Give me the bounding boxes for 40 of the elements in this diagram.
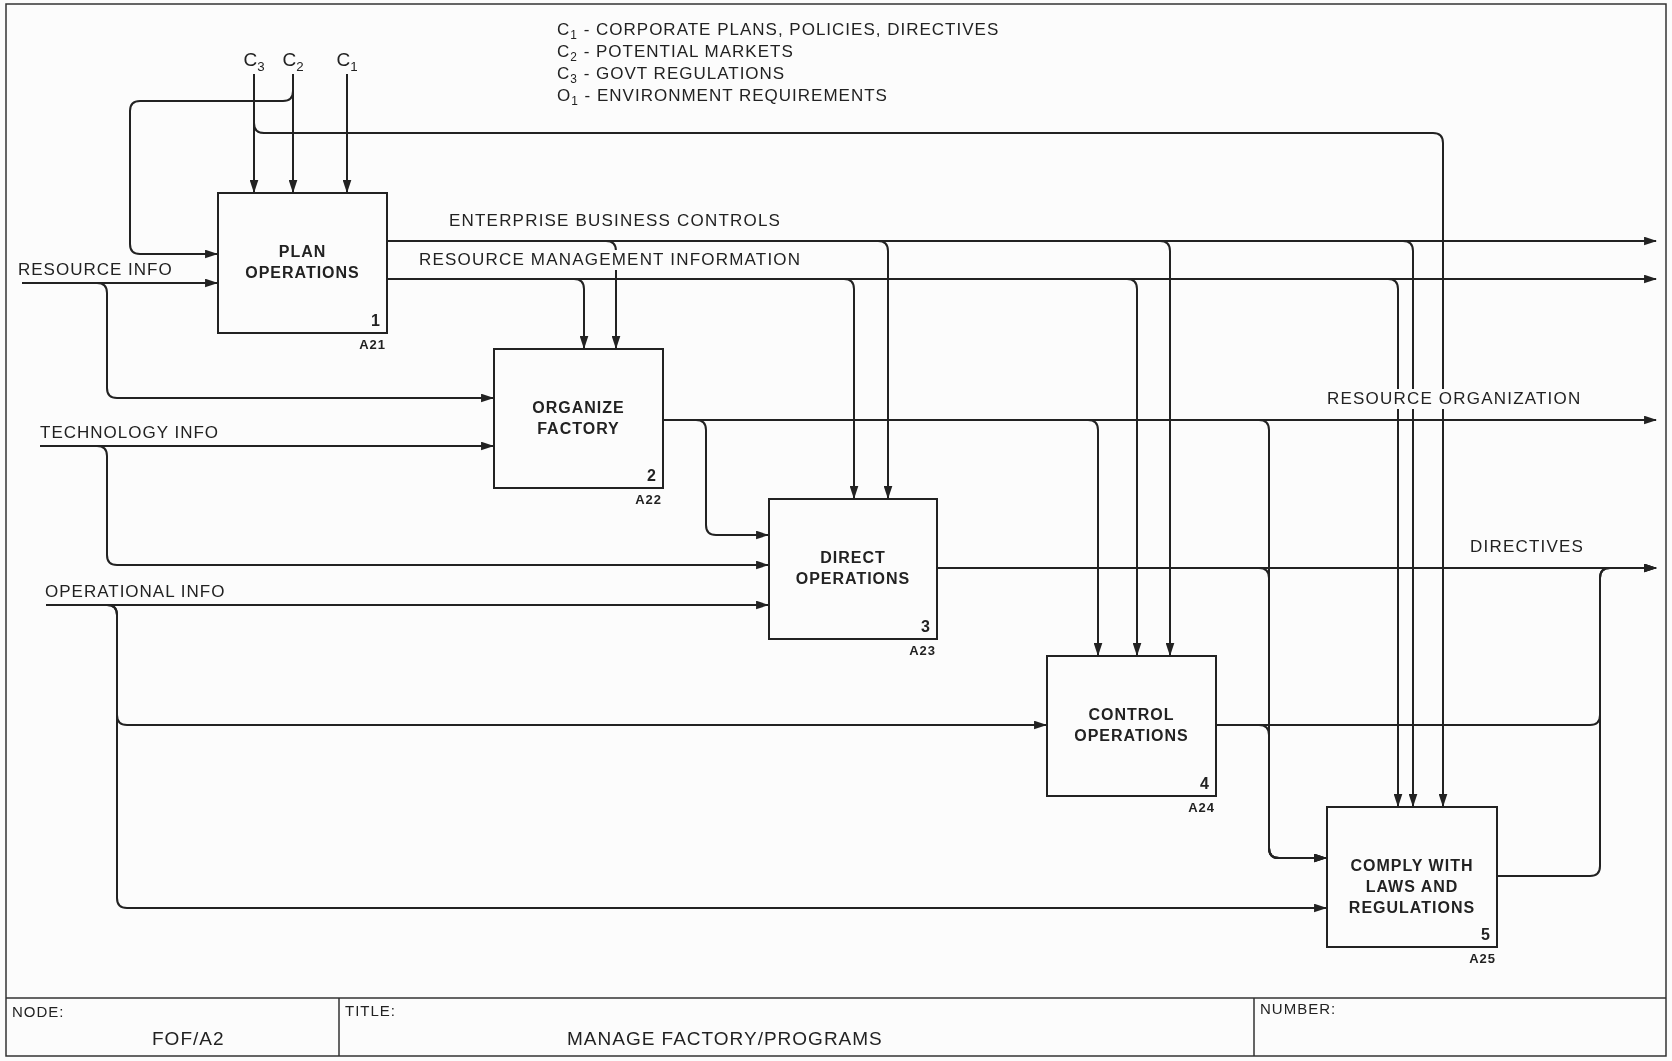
control-label: C$_{1}$ [333, 48, 361, 74]
arrow [1216, 724, 1328, 863]
arrow [21, 282, 495, 403]
field-caption: NUMBER: [1260, 1000, 1337, 1017]
arrow [253, 73, 1448, 808]
arrow [1497, 563, 1658, 877]
activity-name: CONTROL OPERATIONS [1073, 704, 1190, 746]
node-reference: A24 [1188, 800, 1215, 815]
key-entry: C$_{2}$ - POTENTIAL MARKETS [557, 42, 794, 65]
input-label: TECHNOLOGY INFO [40, 422, 250, 446]
title-field-value: MANAGE FACTORY/PROGRAMS [567, 1028, 883, 1050]
node-reference: A23 [909, 643, 936, 658]
arrow [342, 73, 352, 194]
arrow [39, 445, 770, 570]
key-entry: O$_{1}$ - ENVIRONMENT REQUIREMENTS [557, 86, 888, 109]
arrow [45, 604, 1328, 913]
key-entry: C$_{1}$ - CORPORATE PLANS, POLICIES, DIRECTIVES [557, 20, 1000, 43]
activity-number: 4 [1200, 775, 1209, 793]
input-label: RESOURCE INFO [18, 259, 198, 283]
activity-number: 3 [921, 618, 930, 636]
activity-number: 1 [371, 312, 380, 330]
arrow [129, 73, 294, 259]
activity-number: 5 [1481, 926, 1490, 944]
node-reference: A22 [635, 492, 662, 507]
key-entry: C$_{3}$ - GOVT REGULATIONS [557, 64, 786, 87]
activity-name: COMPLY WITH LAWS AND REGULATIONS [1347, 855, 1477, 918]
node-reference: A25 [1469, 951, 1496, 966]
activity-number: 2 [647, 467, 656, 485]
field-caption: NODE: [12, 1003, 65, 1020]
node-id: FOF/A2 [152, 1028, 225, 1050]
activity-name: DIRECT OPERATIONS [794, 547, 912, 589]
activity-name: ORGANIZE FACTORY [531, 397, 626, 439]
control-label: C$_{2}$ [279, 48, 307, 74]
input-label: OPERATIONAL INFO [45, 581, 265, 605]
control-label: C$_{3}$ [240, 48, 268, 74]
edge-label: RESOURCE MANAGEMENT INFORMATION [419, 250, 802, 270]
edge-label: RESOURCE ORGANIZATION [1327, 389, 1582, 409]
field-caption: TITLE: [345, 1002, 396, 1019]
activity-name: PLAN OPERATIONS [244, 241, 361, 283]
node-reference: A21 [359, 337, 386, 352]
